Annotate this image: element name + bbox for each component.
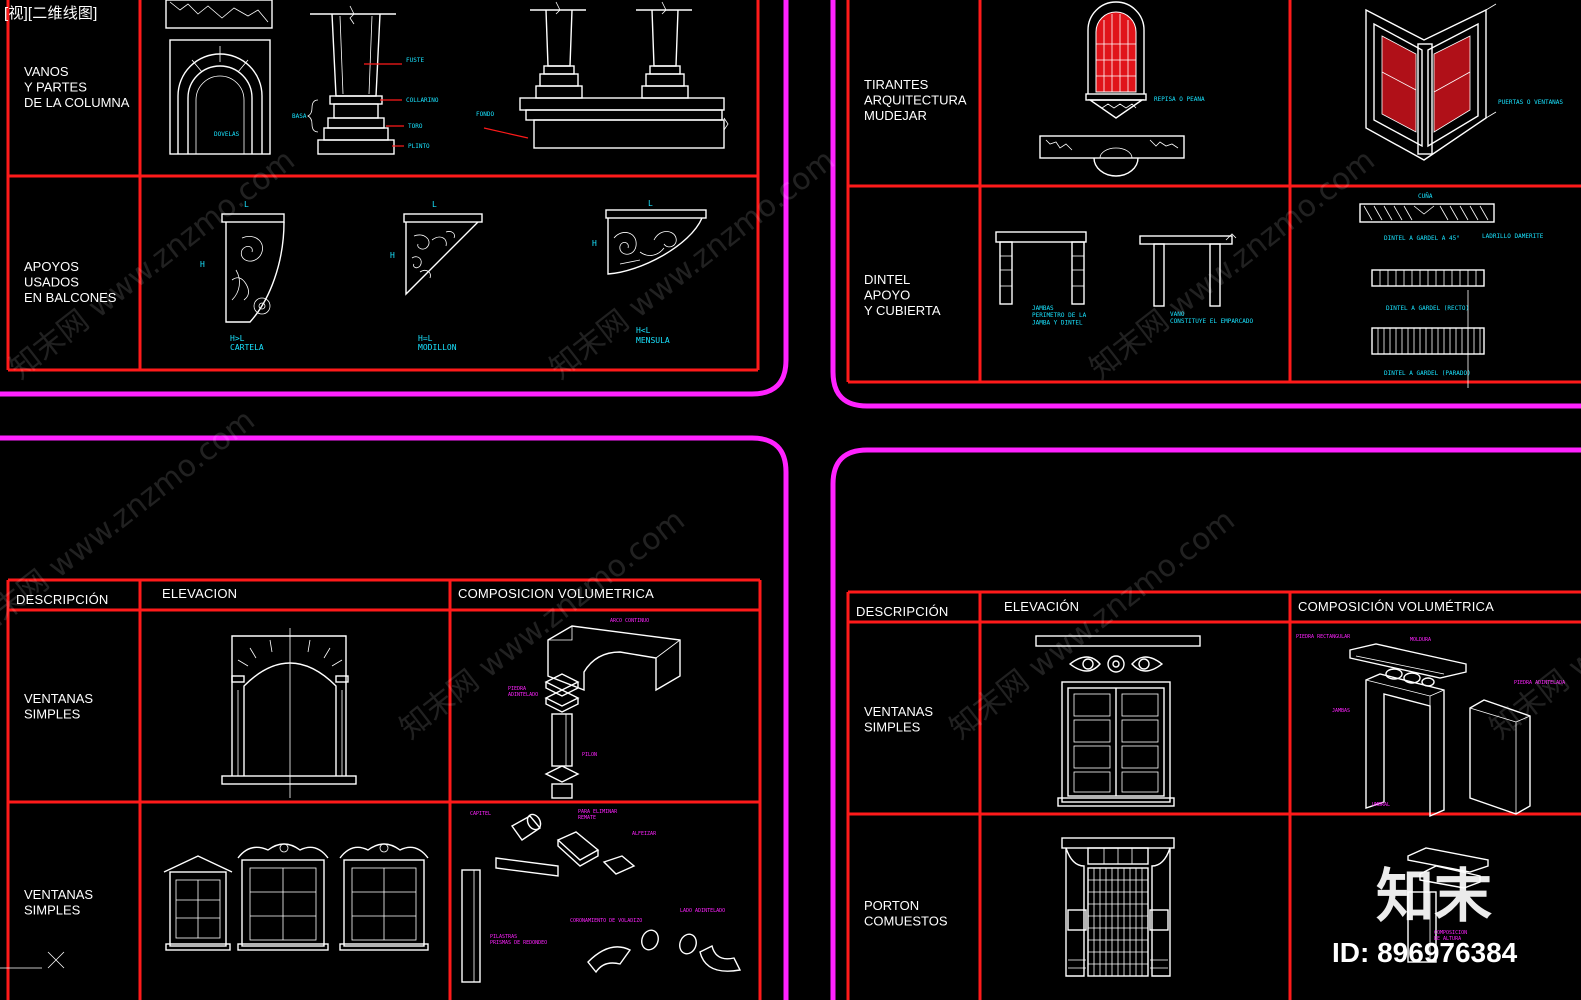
dim-h-mensula: H xyxy=(592,239,597,248)
callout-ladrillo-bl: LADO ADINTELADO xyxy=(680,908,725,914)
arched-window-elevation xyxy=(221,628,357,798)
caption-modillon-2: MODILLON xyxy=(418,343,457,352)
header-descripcion-left: DESCRIPCIÓN xyxy=(16,592,109,607)
frame-top-left xyxy=(0,0,789,397)
caption-mensula-1: H<L xyxy=(636,326,651,335)
caption-cartela-2: CARTELA xyxy=(230,343,264,352)
corner-window-drawing xyxy=(1365,3,1497,161)
callout-plinto: PLINTO xyxy=(408,143,430,150)
svg-text:知末网 www.znzmo.com: 知末网 www.znzmo.com xyxy=(943,503,1241,747)
callout-moldura: MOLDURA xyxy=(1410,637,1431,643)
bottom-left-table xyxy=(6,578,762,1000)
callout-basa: BASA xyxy=(292,113,307,120)
watermark-id: ID: 896976384 xyxy=(1332,937,1518,968)
callout-fuste: FUSTE xyxy=(406,57,424,64)
column-parts-drawing xyxy=(307,5,404,155)
callout-fondo: FONDO xyxy=(476,111,494,118)
caption-mensula-2: MENSULA xyxy=(636,336,670,345)
callout-arco: ARCO CONTINUO xyxy=(610,618,649,624)
callout-capitel: CAPITEL xyxy=(470,811,491,817)
dim-l-mensula: L xyxy=(648,199,653,208)
caption-modillon-1: H=L xyxy=(418,334,433,343)
column-pair-drawing xyxy=(483,1,729,149)
callout-toro: TORO xyxy=(408,123,423,130)
support-cartela xyxy=(221,213,285,323)
svg-text:知末网 www.znzmo.com: 知末网 www.znzmo.com xyxy=(1083,143,1381,387)
dim-h-cartela: H xyxy=(200,260,205,269)
dintel-gardel-drawing xyxy=(1359,203,1495,388)
callout-ladrillo: LADRILLO DAMERITE xyxy=(1482,233,1544,240)
support-mensula xyxy=(605,209,707,275)
callout-dintel-45: DINTEL A GARDEL A 45° xyxy=(1384,235,1460,242)
callout-repisa: REPISA O PEANA xyxy=(1154,96,1205,103)
frame-top-right xyxy=(830,0,1581,409)
top-left-table xyxy=(6,0,760,372)
frame-bottom-left xyxy=(0,435,789,1000)
volumetric-arch-pieces xyxy=(544,625,681,799)
support-modillon xyxy=(403,213,483,296)
callout-piedra-rect: PIEDRA RECTANGULAR xyxy=(1296,634,1351,640)
header-descripcion-right: DESCRIPCIÓN xyxy=(856,604,949,619)
callout-umbral: UMBRAL xyxy=(1372,802,1390,808)
callout-alfeizar: ALFEIZAR xyxy=(632,831,657,837)
bottom-right-table xyxy=(846,590,1581,1000)
callout-collarino: COLLARINO xyxy=(406,97,439,104)
svg-text:知末网 www.znzmo.com: 知末网 www.znzmo.com xyxy=(393,503,691,747)
callout-puertas: PUERTAS O VENTANAS xyxy=(1498,99,1563,106)
svg-text:知末网 www.znzmo.com: 知末网 www.znzmo.com xyxy=(1483,503,1581,747)
top-right-table xyxy=(846,0,1581,384)
callout-cuna: CUÑA xyxy=(1418,193,1433,200)
header-elevacion-right: ELEVACIÓN xyxy=(1004,599,1079,614)
callout-pilon: PILON xyxy=(582,752,597,758)
porton-elevation xyxy=(1061,837,1175,977)
dim-l-modillon: L xyxy=(432,200,437,209)
callout-dintel-parado: DINTEL A GARDEL (PARADO) xyxy=(1384,370,1471,377)
ucs-cursor-icon xyxy=(0,951,65,969)
dim-h-modillon: H xyxy=(390,251,395,260)
header-elevacion-left: ELEVACION xyxy=(162,586,237,601)
svg-text:知末网 www.znzmo.com: 知末网 www.znzmo.com xyxy=(543,143,841,387)
caption-cartela-1: H>L xyxy=(230,334,245,343)
window-title: [视][二维线图] xyxy=(4,5,97,22)
dintel-vano-drawing xyxy=(1139,233,1237,307)
header-composicion-left: COMPOSICION VOLUMETRICA xyxy=(458,586,654,601)
volumetric-window-pieces xyxy=(461,813,742,983)
window-ornament-elevation xyxy=(1035,635,1201,807)
frame-bottom-right xyxy=(830,447,1581,1000)
callout-jambas-br: JAMBAS xyxy=(1332,708,1350,714)
callout-dovelas: DOVELAS xyxy=(214,131,240,138)
volumetric-window-composition xyxy=(1349,643,1531,818)
volumetric-porton-pieces xyxy=(1407,847,1489,963)
callout-dintel-recto: DINTEL A GARDEL (RECTO) xyxy=(1386,305,1469,312)
callout-coronamiento: CORONAMIENTO DE VOLADIZO xyxy=(570,918,642,924)
three-windows-elevation xyxy=(163,843,429,951)
watermark-layer: 知末网 www.znzmo.com 知末网 www.znzmo.com 知末网 … xyxy=(0,143,1581,747)
mudejar-window-drawing xyxy=(1039,1,1185,177)
header-composicion-right: COMPOSICIÓN VOLUMÉTRICA xyxy=(1298,599,1494,614)
arch-drawing xyxy=(165,0,273,155)
callout-piedra-adint: PIEDRA ADINTELADA xyxy=(1514,680,1565,686)
watermark-logo: 知末 xyxy=(1376,862,1492,930)
dintel-jambas-drawing xyxy=(995,231,1087,305)
dim-l-cartela: L xyxy=(244,200,249,209)
